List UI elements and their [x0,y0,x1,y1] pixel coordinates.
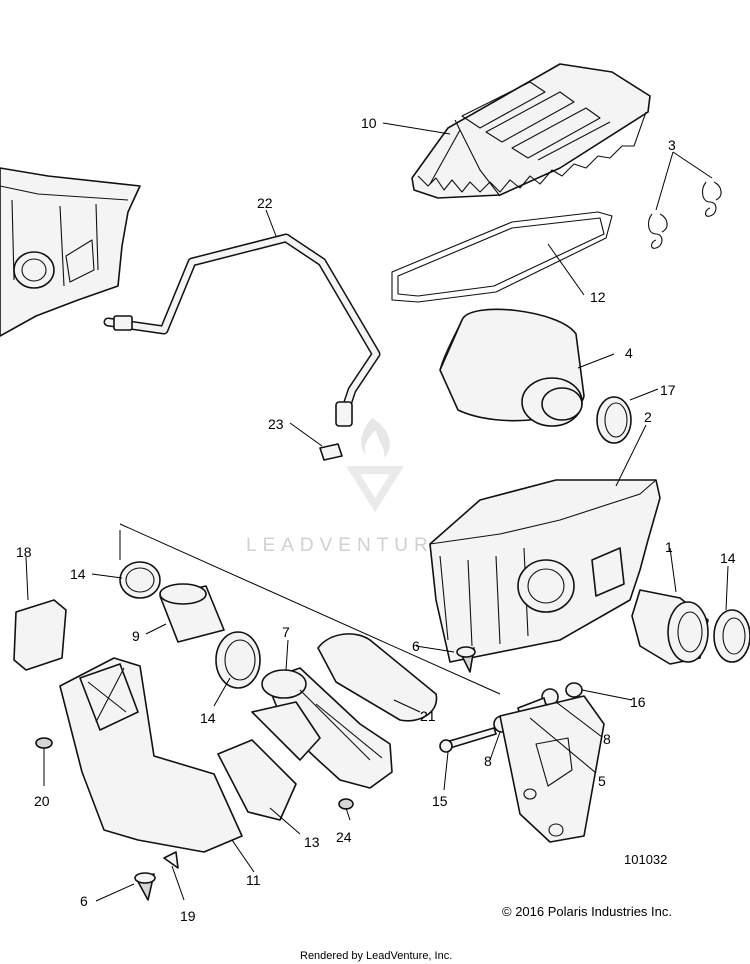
callout-7: 7 [282,624,290,640]
callout-18: 18 [16,544,32,560]
callout-20: 20 [34,793,50,809]
foam-pad [13,599,67,671]
mount-bracket [499,695,605,843]
sleeve [159,583,225,643]
callout-2: 2 [644,409,652,425]
callout-14-right: 14 [720,550,736,566]
intake-boot [631,589,709,665]
callout-8-right: 8 [603,731,611,747]
plug [319,443,343,461]
filter-clamp [596,396,632,444]
callout-14-upper: 14 [70,566,86,582]
airbox-left-partial [0,167,141,337]
lower-intake-housing [59,657,243,853]
callout-14-middle: 14 [200,710,216,726]
callout-17: 17 [660,382,676,398]
bolt-19 [163,851,185,901]
airbox-gasket [391,211,613,303]
breather-tube [103,233,381,427]
callout-8-left: 8 [484,753,492,769]
render-credit: Rendered by LeadVenture, Inc. [300,950,452,962]
callout-5: 5 [598,773,606,789]
callout-23: 23 [268,416,284,432]
foam-sleeve [317,633,438,722]
callout-9: 9 [132,628,140,644]
duct-section [217,701,321,821]
callouts: 10 3 22 12 4 17 23 2 18 14 1 14 9 7 6 14… [16,115,736,924]
callout-11: 11 [246,872,261,888]
callout-1: 1 [665,539,673,555]
callout-6-upper: 6 [412,638,420,654]
callout-22: 22 [257,195,273,211]
callout-3: 3 [668,137,676,153]
watermark-text: LEADVENTURE [246,535,452,556]
callout-15: 15 [432,793,448,809]
callout-13: 13 [304,834,320,850]
clamp-upper-left [119,561,161,599]
callout-24: 24 [336,829,352,845]
copyright-text: © 2016 Polaris Industries Inc. [502,904,672,919]
leader-lines [25,122,729,902]
reference-number: 101032 [624,852,667,867]
callout-16: 16 [630,694,646,710]
callout-21: 21 [420,708,436,724]
assembly-line [119,523,501,695]
callout-6-lower: 6 [80,893,88,909]
push-rivet-lower [134,872,156,901]
fastener-24 [338,798,354,821]
intake-duct [261,667,393,789]
callout-10: 10 [361,115,377,131]
clamp-middle [215,631,261,689]
push-rivet-upper [456,646,476,673]
callout-12: 12 [590,289,606,305]
callout-4: 4 [625,345,633,361]
screw-20 [35,737,53,786]
air-filter [439,308,585,427]
callout-19: 19 [180,908,196,924]
clip-pair [647,181,722,249]
watermark-logo [346,418,404,512]
airbox-cover [411,63,651,199]
airbox-main [429,479,661,663]
clamp-right [713,609,750,663]
